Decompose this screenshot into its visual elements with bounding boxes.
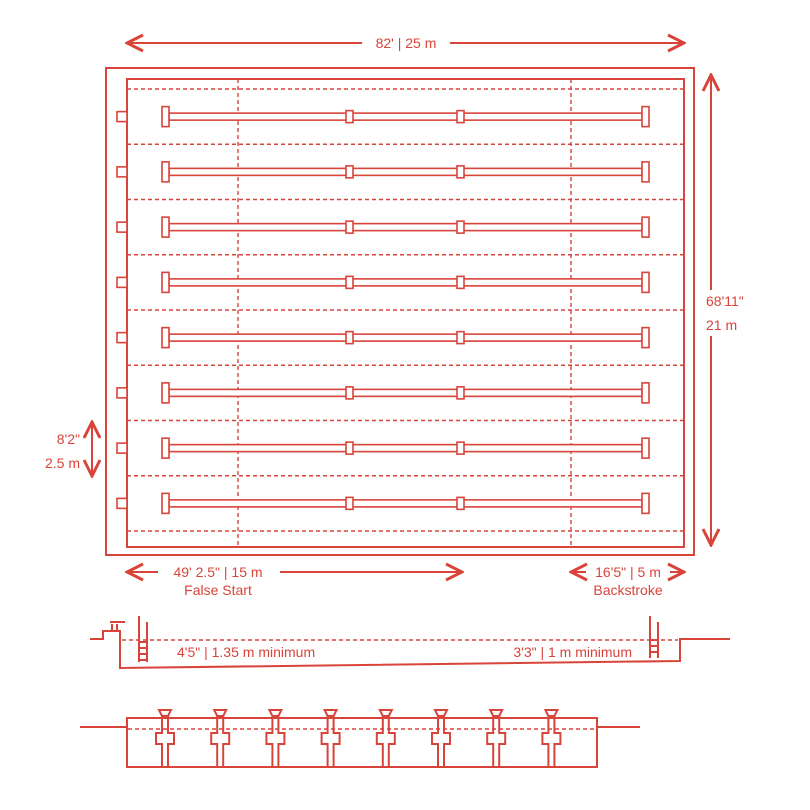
lane-rope	[168, 333, 643, 342]
starting-block	[116, 442, 128, 454]
lane-rope-end	[161, 105, 170, 128]
lane-label-metric: 2.5 m	[45, 455, 80, 471]
lane-rope-marker	[345, 109, 354, 124]
section-outline	[90, 630, 730, 670]
starting-block-pier	[375, 709, 396, 767]
shallow-end-label: 3'3" | 1 m minimum	[513, 644, 632, 660]
lane-rope	[168, 222, 643, 232]
starting-block-pier	[486, 709, 507, 767]
lane-label-imperial: 8'2"	[57, 431, 80, 447]
lane	[116, 105, 684, 145]
lane-rope-marker	[456, 220, 465, 234]
lane-rope-end	[161, 216, 170, 238]
lane-rope-end	[161, 161, 170, 183]
starting-block-pier	[155, 709, 175, 767]
lane-rope-marker	[456, 109, 465, 124]
lane-rope-end	[161, 492, 170, 515]
lane	[116, 437, 684, 477]
section-view: 4'5" | 1.35 m minimum 3'3" | 1 m minimum	[90, 616, 730, 670]
width-label: 82' | 25 m	[376, 35, 437, 51]
length-label-imperial: 68'11"	[706, 293, 744, 309]
lane-rope-end	[641, 326, 650, 349]
starting-block	[116, 387, 128, 399]
lane-rope-marker	[456, 165, 465, 179]
lane	[116, 271, 684, 311]
ladder-icon	[138, 616, 148, 662]
backstroke-dim: 16'5" | 5 m	[595, 564, 661, 580]
lane-rope-marker	[456, 441, 465, 455]
dimension-length: 68'11" 21 m	[700, 75, 760, 545]
lane-rope-end	[641, 492, 650, 515]
starting-block	[116, 221, 128, 233]
lane-rope	[168, 499, 643, 508]
lane-rope-end	[641, 161, 650, 183]
lane-rope	[168, 112, 643, 121]
lane-rope-marker	[456, 330, 465, 345]
false-start-label: False Start	[184, 582, 252, 598]
starting-block	[116, 166, 128, 178]
lane-rope-end	[641, 437, 650, 459]
pool-outline	[126, 78, 685, 548]
deep-end-label: 4'5" | 1.35 m minimum	[177, 644, 315, 660]
lane-rope-end	[161, 382, 170, 404]
lane-rope-marker	[456, 386, 465, 400]
lane-rope	[168, 388, 643, 398]
lane-rope-end	[641, 271, 650, 294]
starting-block-pier	[431, 709, 451, 767]
lane-rope-end	[641, 382, 650, 404]
dimension-width: 82' | 25 m	[127, 35, 684, 51]
lane-rope-marker	[345, 441, 354, 455]
lane-rope-end	[161, 437, 170, 459]
starting-block	[116, 331, 128, 344]
starting-block-pier	[320, 709, 341, 767]
lane	[116, 216, 684, 256]
dimension-backstroke: 16'5" | 5 m Backstroke	[571, 564, 684, 598]
lane-rope-marker	[345, 165, 354, 179]
lane-rope	[168, 443, 643, 453]
lane-rope-marker	[456, 275, 465, 290]
pool-deck-outline	[105, 67, 695, 556]
dimension-false-start: 49' 2.5" | 15 m False Start	[127, 564, 462, 598]
dimension-lane: 8'2" 2.5 m	[45, 422, 92, 476]
lane-rope-marker	[345, 496, 354, 511]
length-label-metric: 21 m	[706, 317, 737, 333]
lane-rope-end	[161, 271, 170, 294]
starting-block	[116, 276, 128, 289]
plan-view	[105, 67, 695, 556]
starting-block-pier	[210, 709, 231, 767]
lane-rope-marker	[456, 496, 465, 511]
starting-block-icon	[110, 621, 125, 630]
lane-rope-marker	[345, 386, 354, 400]
lane-rope-end	[641, 216, 650, 238]
lane	[116, 161, 684, 201]
backstroke-label: Backstroke	[593, 582, 662, 598]
lane	[116, 492, 684, 532]
pool-cross-section	[126, 717, 598, 768]
lane	[116, 326, 684, 366]
false-start-dim: 49' 2.5" | 15 m	[173, 564, 262, 580]
ladder-icon	[649, 616, 659, 658]
lane-rope-marker	[345, 220, 354, 234]
lane-rope	[168, 278, 643, 287]
starting-block-pier	[265, 709, 286, 767]
elevation-view	[80, 709, 640, 768]
lane-rope-end	[641, 105, 650, 128]
starting-block-pier	[541, 709, 562, 767]
lane-rope-end	[161, 326, 170, 349]
starting-block	[116, 110, 128, 123]
starting-block	[116, 497, 128, 510]
lane-rope-marker	[345, 275, 354, 290]
lane	[116, 382, 684, 422]
lane-rope-marker	[345, 330, 354, 345]
lane-rope	[168, 167, 643, 177]
